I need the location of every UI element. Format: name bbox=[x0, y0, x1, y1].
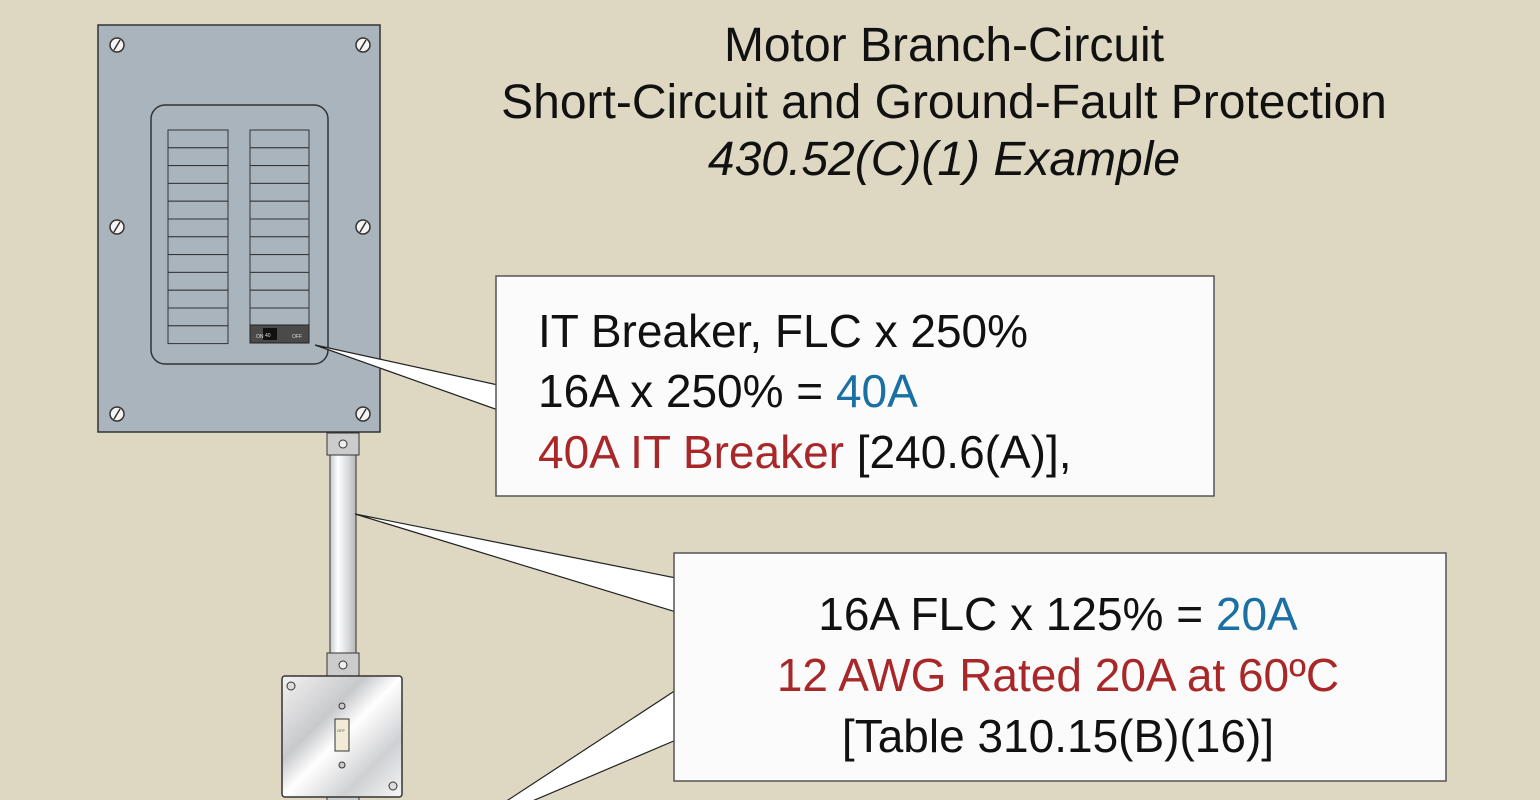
title-line-1: Motor Branch-Circuit bbox=[724, 19, 1164, 72]
breaker-slot bbox=[167, 165, 229, 184]
switch-off-label: OFF bbox=[337, 728, 346, 733]
breaker-slot bbox=[167, 129, 229, 149]
breaker-off-label: OFF bbox=[292, 334, 302, 340]
breaker-slot bbox=[249, 129, 310, 149]
breaker-slot bbox=[167, 182, 229, 202]
electrical-panel: ON 40 OFF bbox=[97, 24, 381, 433]
breaker-slot bbox=[249, 200, 310, 220]
breaker-rating-label: 40 bbox=[265, 333, 271, 339]
breaker-slot bbox=[249, 271, 310, 291]
breaker-slot bbox=[249, 182, 310, 202]
breaker-slot bbox=[249, 218, 310, 238]
disconnect-switch: OFF bbox=[281, 675, 403, 798]
breaker-slot bbox=[167, 254, 229, 273]
breaker-calc-line: 16A x 250% = 40A bbox=[538, 365, 918, 417]
diagram-title: Motor Branch-Circuit Short-Circuit and G… bbox=[501, 19, 1387, 186]
breaker-slot bbox=[167, 236, 229, 256]
breaker-slot bbox=[249, 289, 310, 309]
breaker-slot bbox=[167, 271, 229, 291]
breaker-slot bbox=[249, 236, 310, 256]
title-line-3: 430.52(C)(1) Example bbox=[708, 133, 1180, 186]
callout-pointer-conductor bbox=[354, 513, 677, 613]
callout-conductor: 16A FLC x 125% = 20A 12 AWG Rated 20A at… bbox=[673, 552, 1447, 782]
breaker-slot bbox=[249, 147, 310, 167]
breaker-slot bbox=[249, 254, 310, 273]
callout-pointer-lower bbox=[506, 688, 677, 800]
breaker-result-line: 40A IT Breaker [240.6(A)], bbox=[538, 426, 1072, 478]
breaker-slot bbox=[167, 307, 229, 327]
title-line-2: Short-Circuit and Ground-Fault Protectio… bbox=[501, 76, 1387, 129]
breaker-slot bbox=[167, 200, 229, 220]
breaker-40a: ON 40 OFF bbox=[249, 324, 310, 344]
breaker-slot bbox=[249, 307, 310, 327]
conduit bbox=[326, 432, 360, 800]
breaker-slot bbox=[167, 289, 229, 309]
breaker-slot bbox=[167, 218, 229, 238]
breaker-calc-title: IT Breaker, FLC x 250% bbox=[538, 305, 1028, 357]
conductor-calc-line: 16A FLC x 125% = 20A bbox=[818, 588, 1298, 640]
breaker-slot bbox=[167, 325, 229, 345]
conductor-size-line: 12 AWG Rated 20A at 60ºC bbox=[777, 649, 1339, 701]
breaker-slot bbox=[249, 165, 310, 184]
conductor-reference-line: [Table 310.15(B)(16)] bbox=[842, 710, 1274, 762]
breaker-slot bbox=[167, 147, 229, 167]
callout-breaker: IT Breaker, FLC x 250% 16A x 250% = 40A … bbox=[495, 275, 1215, 497]
breaker-on-label: ON bbox=[256, 334, 264, 340]
